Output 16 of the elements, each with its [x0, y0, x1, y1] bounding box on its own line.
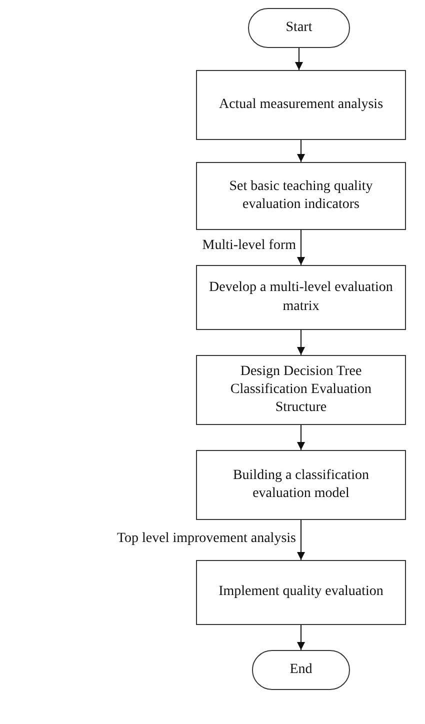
arrow	[297, 520, 305, 560]
process-box: Develop a multi-level evaluation matrix	[196, 265, 406, 330]
arrow	[297, 330, 305, 356]
edge-label: Top level improvement analysis	[114, 531, 298, 547]
process-box: Implement quality evaluation	[196, 560, 406, 625]
terminal-shape: End	[252, 650, 350, 690]
arrow	[295, 48, 303, 70]
arrow	[297, 230, 305, 266]
arrow	[297, 140, 305, 162]
process-box: Building a classification evaluation model	[196, 450, 406, 520]
arrow	[297, 624, 305, 650]
process-box: Design Decision Tree Classification Evaluation Structure	[196, 355, 406, 425]
arrow	[297, 424, 305, 450]
terminal-shape: Start	[248, 8, 350, 48]
process-box: Actual measurement analysis	[196, 70, 406, 140]
process-box: Set basic teaching quality evaluation indicators	[196, 162, 406, 230]
